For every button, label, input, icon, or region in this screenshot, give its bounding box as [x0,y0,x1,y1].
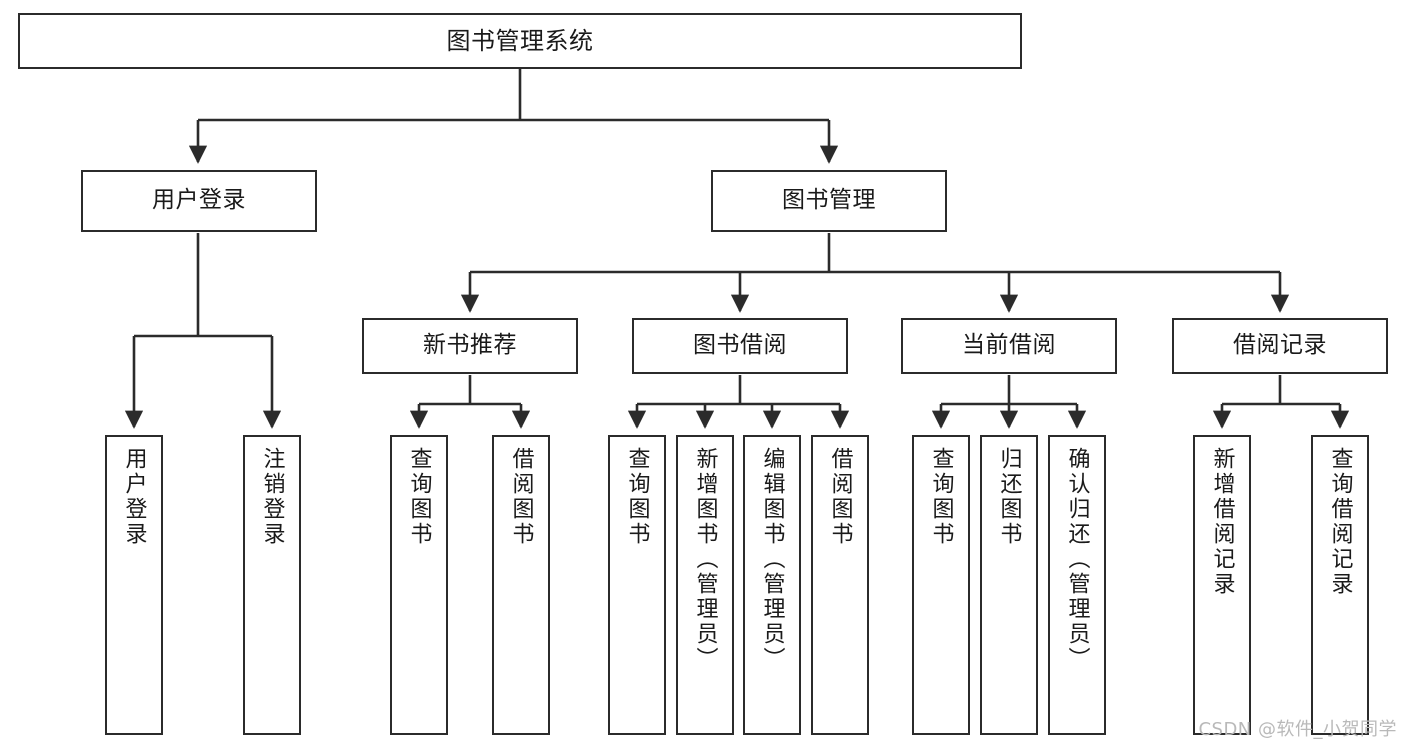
node-label: 查询图书 [406,447,432,547]
node-label: 新书推荐 [423,332,517,359]
node-label: 新增图书（管理员） [692,447,718,672]
node-label: 归还图书 [996,447,1022,547]
leaf-new-book-borrow[interactable]: 借阅图书 [492,435,550,735]
leaf-borrow-record-query[interactable]: 查询借阅记录 [1311,435,1369,735]
node-label: 查询图书 [624,447,650,547]
leaf-book-borrow-edit[interactable]: 编辑图书（管理员） [743,435,801,735]
node-label: 新增借阅记录 [1209,447,1235,597]
leaf-current-borrow-return[interactable]: 归还图书 [980,435,1038,735]
leaf-user-login-logout[interactable]: 注销登录 [243,435,301,735]
watermark-text: CSDN @软件_小贺同学 [1198,719,1397,740]
node-root-book-management-system[interactable]: 图书管理系统 [18,13,1022,69]
node-label: 图书管理 [782,187,876,214]
node-label: 确认归还（管理员） [1064,447,1090,672]
node-label: 当前借阅 [962,332,1056,359]
node-label: 借阅图书 [827,447,853,547]
node-label: 用户登录 [121,447,147,547]
node-current-borrow[interactable]: 当前借阅 [901,318,1117,374]
node-label: 借阅记录 [1233,332,1327,359]
node-label: 查询借阅记录 [1327,447,1353,597]
node-label: 注销登录 [259,447,285,547]
leaf-borrow-record-add[interactable]: 新增借阅记录 [1193,435,1251,735]
leaf-book-borrow-add[interactable]: 新增图书（管理员） [676,435,734,735]
node-new-book-recommend[interactable]: 新书推荐 [362,318,578,374]
node-label: 图书借阅 [693,332,787,359]
node-borrow-record[interactable]: 借阅记录 [1172,318,1388,374]
leaf-current-borrow-confirm-return[interactable]: 确认归还（管理员） [1048,435,1106,735]
leaf-book-borrow-query[interactable]: 查询图书 [608,435,666,735]
leaf-book-borrow-borrow[interactable]: 借阅图书 [811,435,869,735]
leaf-new-book-query[interactable]: 查询图书 [390,435,448,735]
node-label: 借阅图书 [508,447,534,547]
node-label: 图书管理系统 [446,26,594,55]
node-user-login[interactable]: 用户登录 [81,170,317,232]
node-label: 查询图书 [928,447,954,547]
leaf-user-login-login[interactable]: 用户登录 [105,435,163,735]
leaf-current-borrow-query[interactable]: 查询图书 [912,435,970,735]
node-book-borrow[interactable]: 图书借阅 [632,318,848,374]
node-label: 编辑图书（管理员） [759,447,785,672]
node-book-management[interactable]: 图书管理 [711,170,947,232]
node-label: 用户登录 [152,187,246,214]
